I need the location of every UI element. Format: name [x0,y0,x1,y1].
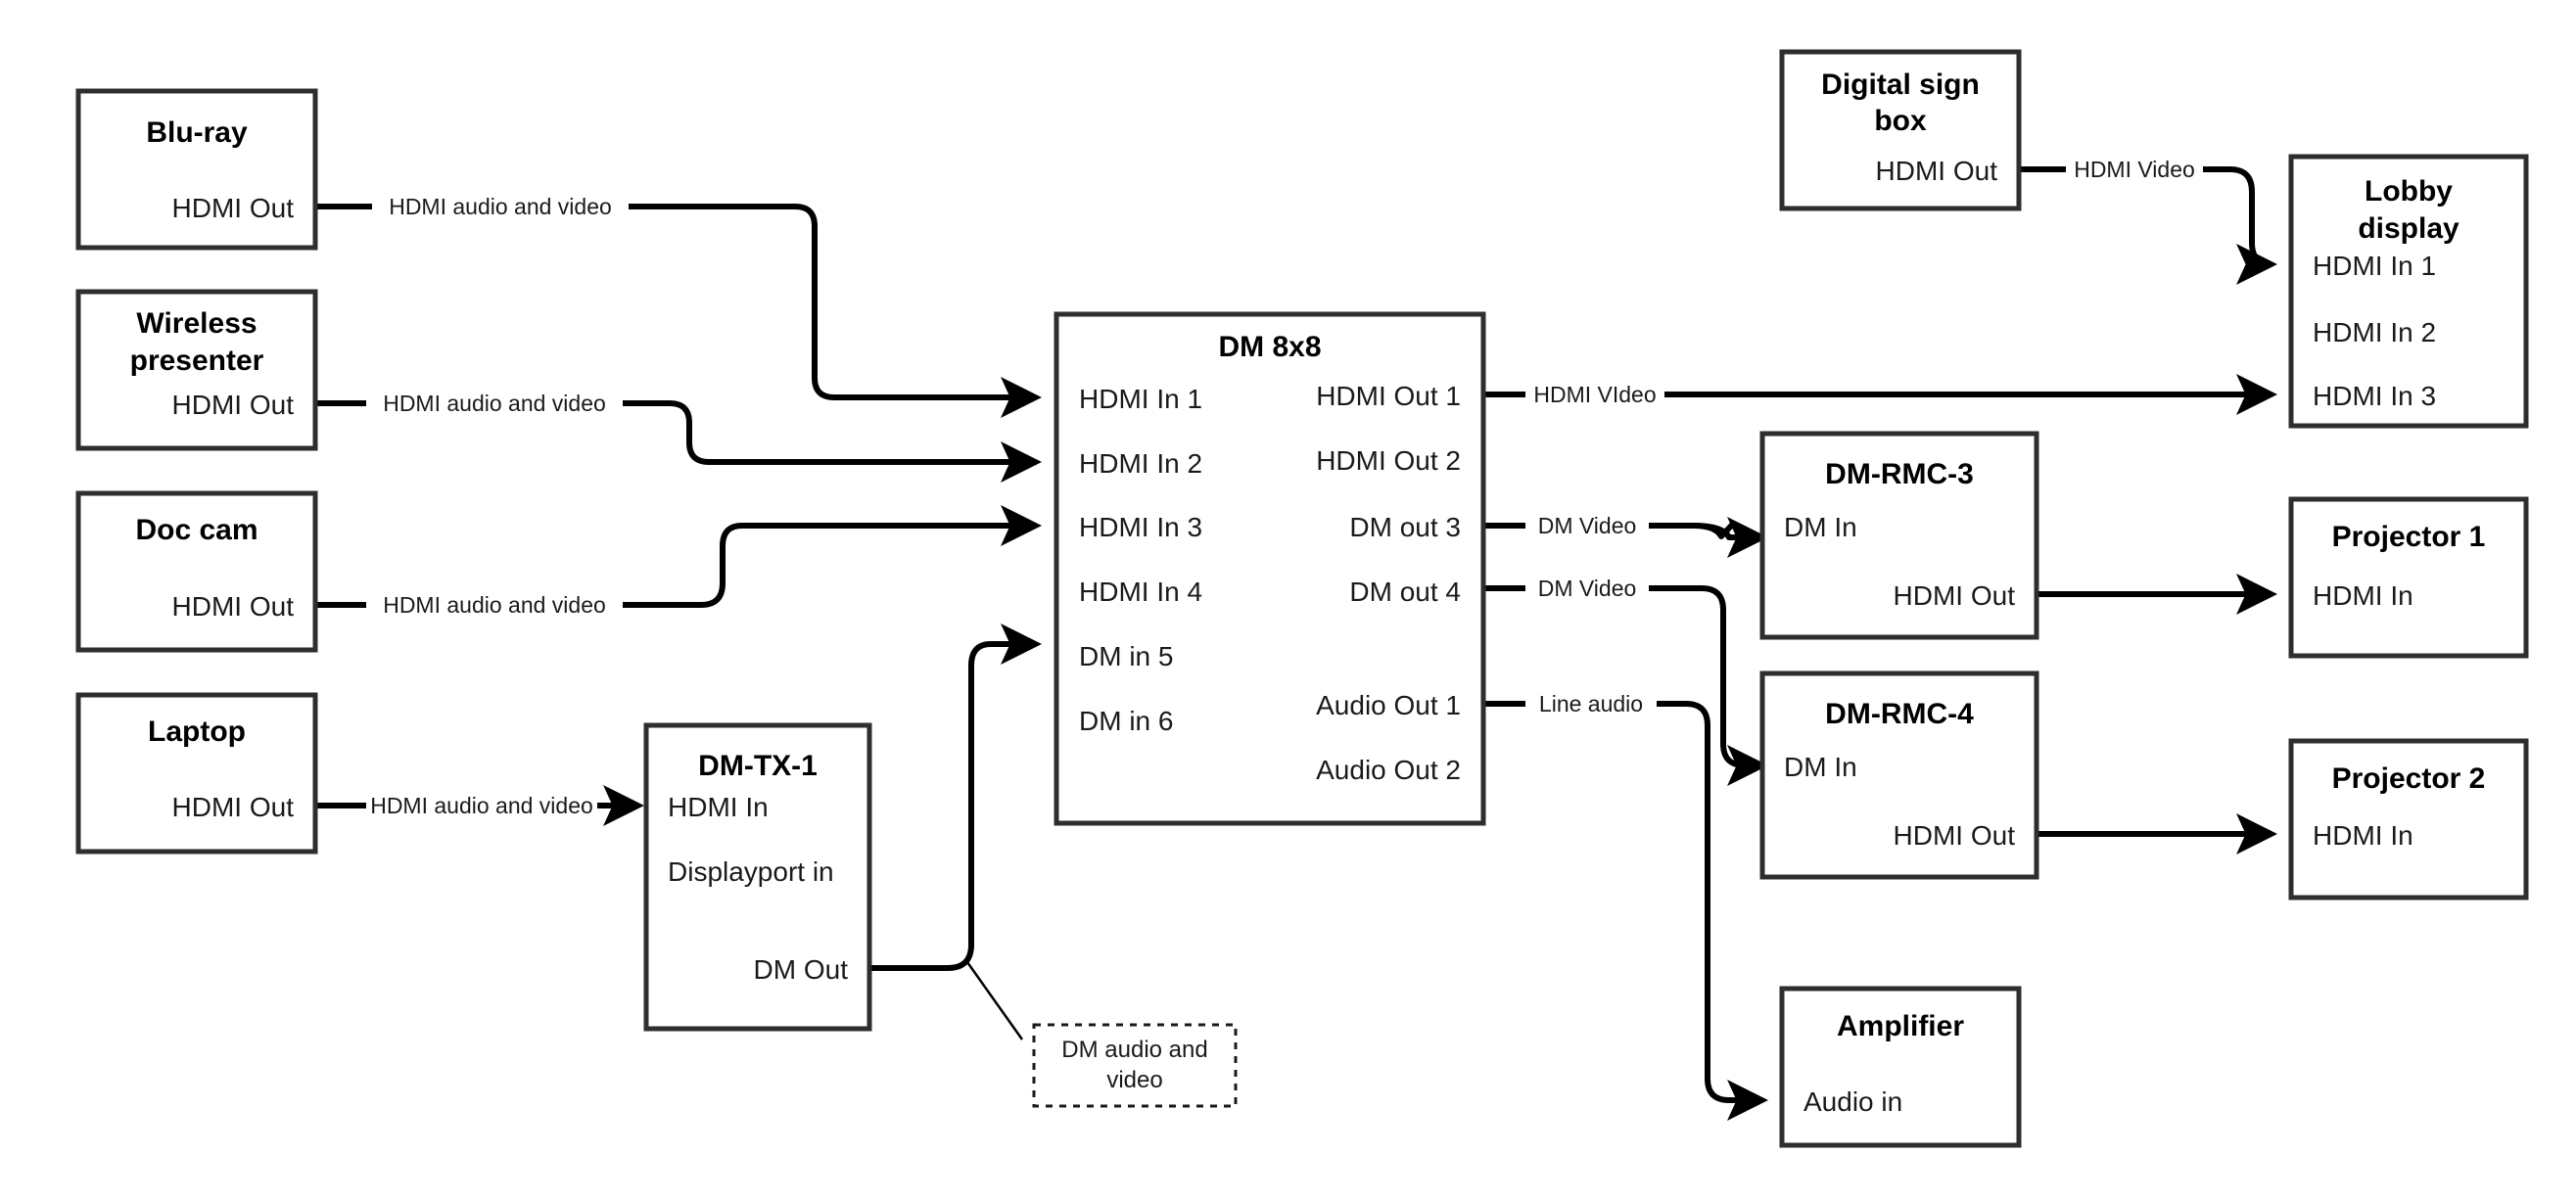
doc-cam-title: Doc cam [135,514,258,546]
dm-8x8-input-dm-in-5: DM in 5 [1079,641,1173,671]
projector-2-box[interactable] [2288,738,2529,901]
laptop-title: Laptop [148,716,246,748]
node-laptop[interactable]: Laptop HDMI Out [75,692,318,855]
node-dm-8x8[interactable]: DM 8x8 HDMI In 1 HDMI In 2 HDMI In 3 HDM… [1054,311,1486,826]
wireless-presenter-title-line2: presenter [130,345,264,377]
dm-rmc-3-port-dm-in: DM In [1784,512,1857,542]
lobby-display-input-hdmi-in-2: HDMI In 2 [2313,317,2436,347]
edge-label-bluray-to-dm: HDMI audio and video [389,194,612,219]
wireless-presenter-box[interactable] [75,289,318,451]
node-lobby-display[interactable]: Lobby display HDMI In 1 HDMI In 2 HDMI I… [2288,154,2529,429]
dm-8x8-output-audio-out-2: Audio Out 2 [1316,755,1461,785]
dm-8x8-input-hdmi-in-1: HDMI In 1 [1079,384,1202,414]
projector-1-box[interactable] [2288,496,2529,659]
lobby-display-title-line1: Lobby [2365,175,2453,208]
amplifier-box[interactable] [1779,986,2022,1148]
doc-cam-box[interactable] [75,490,318,653]
dm-tx-1-port-displayport-in: Displayport in [668,856,834,887]
node-projector-2[interactable]: Projector 2 HDMI In [2288,738,2529,901]
lobby-display-title-line2: display [2358,212,2459,245]
edge-label-laptop-to-dmtx1: HDMI audio and video [370,793,593,818]
callout-dm-audio-and-video: DM audio and video [1032,1023,1238,1108]
wire-wireless-to-dm8x8-hdmi-in-2 [315,400,1042,483]
node-bluray[interactable]: Blu-ray HDMI Out [75,88,318,251]
lobby-display-box[interactable] [2288,154,2529,429]
node-dm-rmc-4[interactable]: DM-RMC-4 DM In HDMI Out [1759,670,2039,880]
dm-tx-1-title: DM-TX-1 [698,750,818,782]
wire-digitalsign-to-lobby-hdmi-in-1 [2019,166,2277,285]
callout-dm-audio-video-line2: video [1106,1067,1162,1093]
dm-8x8-title: DM 8x8 [1218,331,1321,363]
digital-sign-box-title-line1: Digital sign [1821,69,1980,101]
dm-8x8-output-dm-out-3: DM out 3 [1349,512,1461,542]
edge-label-audioout1-to-amp: Line audio [1539,691,1643,716]
node-dm-tx-1[interactable]: DM-TX-1 HDMI In Displayport in DM Out [643,722,872,1032]
wire-dmtx1-to-dm8x8-dm-in-5 [868,624,1042,1040]
node-projector-1[interactable]: Projector 1 HDMI In [2288,496,2529,659]
dm-8x8-input-hdmi-in-4: HDMI In 4 [1079,577,1202,607]
lobby-display-input-hdmi-in-3: HDMI In 3 [2313,381,2436,411]
amplifier-port-audio-in: Audio in [1803,1086,1902,1117]
dm-8x8-input-hdmi-in-2: HDMI In 2 [1079,448,1202,479]
bluray-title: Blu-ray [146,116,248,149]
digital-sign-box-box[interactable] [1779,49,2022,211]
digital-sign-box-port-hdmi-out: HDMI Out [1876,156,1998,186]
node-dm-rmc-3[interactable]: DM-RMC-3 DM In HDMI Out [1759,431,2039,640]
edge-label-sign-to-lobby: HDMI Video [2074,157,2195,182]
wire-dm8x8-out3-to-dmrmc3-dm-in [1483,517,1768,558]
edge-label-dmout1-to-lobby: HDMI VIdeo [1533,382,1656,407]
node-amplifier[interactable]: Amplifier Audio in [1779,986,2022,1148]
dm-8x8-output-hdmi-out-2: HDMI Out 2 [1316,445,1461,476]
edge-label-dmout3-to-rmc3: DM Video [1538,513,1637,538]
node-digital-sign-box[interactable]: Digital sign box HDMI Out [1779,49,2022,211]
dm-rmc-4-port-dm-in: DM In [1784,752,1857,782]
wire-doccam-to-dm8x8-hdmi-in-3 [315,505,1042,608]
dm-8x8-box[interactable] [1054,311,1486,826]
dm-8x8-output-hdmi-out-1: HDMI Out 1 [1316,381,1461,411]
projector-1-port-hdmi-in: HDMI In [2313,580,2413,611]
wire-dm8x8-out4-to-dmrmc4-dm-in [1483,585,1768,786]
projector-2-port-hdmi-in: HDMI In [2313,820,2413,851]
projector-2-title: Projector 2 [2332,762,2486,795]
dm-tx-1-port-hdmi-in: HDMI In [668,792,769,822]
dm-rmc-3-title: DM-RMC-3 [1825,458,1974,490]
dm-tx-1-box[interactable] [643,722,872,1032]
dm-rmc-3-port-hdmi-out: HDMI Out [1894,580,2016,611]
dm-tx-1-port-dm-out: DM Out [754,954,849,985]
dm-8x8-output-audio-out-1: Audio Out 1 [1316,690,1461,720]
dm-rmc-4-title: DM-RMC-4 [1825,698,1974,730]
dm-rmc-3-box[interactable] [1759,431,2039,640]
node-doc-cam[interactable]: Doc cam HDMI Out [75,490,318,653]
dm-rmc-4-box[interactable] [1759,670,2039,880]
dm-8x8-input-hdmi-in-3: HDMI In 3 [1079,512,1202,542]
laptop-port-hdmi-out: HDMI Out [172,792,295,822]
laptop-box[interactable] [75,692,318,855]
node-wireless-presenter[interactable]: Wireless presenter HDMI Out [75,289,318,451]
projector-1-title: Projector 1 [2332,521,2486,553]
bluray-box[interactable] [75,88,318,251]
bluray-port-hdmi-out: HDMI Out [172,193,295,223]
amplifier-title: Amplifier [1837,1010,1964,1042]
wireless-presenter-title-line1: Wireless [136,307,257,340]
dm-8x8-input-dm-in-6: DM in 6 [1079,706,1173,736]
wire-dm8x8-audioout1-to-amplifier [1483,701,1768,1121]
edge-label-doccam-to-dm: HDMI audio and video [383,592,606,618]
dm-8x8-output-dm-out-4: DM out 4 [1349,577,1461,607]
callout-dm-audio-video-line1: DM audio and [1061,1037,1207,1063]
digital-sign-box-title-line2: box [1874,105,1927,137]
edge-label-dmout4-to-rmc4: DM Video [1538,576,1637,601]
doc-cam-port-hdmi-out: HDMI Out [172,591,295,622]
wire-bluray-to-dm8x8-hdmi-in-1 [315,204,1042,418]
callout-dm-audio-video-box [1032,1023,1238,1108]
dm-rmc-4-port-hdmi-out: HDMI Out [1894,820,2016,851]
edge-label-wireless-to-dm: HDMI audio and video [383,391,606,416]
lobby-display-input-hdmi-in-1: HDMI In 1 [2313,251,2436,281]
wireless-presenter-port-hdmi-out: HDMI Out [172,390,295,420]
